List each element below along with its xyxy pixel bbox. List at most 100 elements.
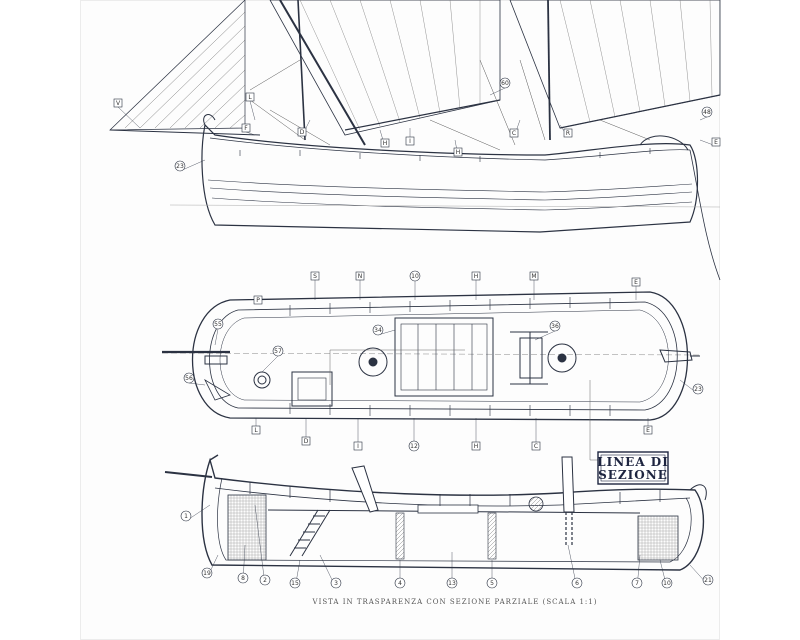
svg-text:13: 13: [448, 580, 456, 587]
svg-text:19: 19: [203, 570, 211, 577]
callout-N: N: [355, 271, 365, 300]
svg-text:2: 2: [263, 577, 267, 584]
callout-4: 4: [394, 560, 406, 589]
callout-R: R: [559, 124, 573, 138]
section-label-line2: SEZIONE: [598, 468, 668, 482]
callout-S: S: [310, 271, 320, 300]
svg-text:23: 23: [176, 163, 184, 170]
plan-view: [161, 291, 701, 461]
callout-12: 12: [408, 418, 420, 452]
section-label-line1: LINEA DI: [597, 455, 669, 469]
svg-text:R: R: [566, 130, 570, 137]
callout-13: 13: [446, 552, 458, 589]
svg-text:F: F: [244, 125, 248, 132]
callout-I: I: [353, 418, 363, 451]
callout-34: 34: [372, 324, 396, 336]
callout-P: P: [253, 295, 263, 305]
callout-H: H: [471, 271, 481, 300]
callout-E: E: [643, 418, 653, 435]
callout-C: C: [531, 418, 541, 451]
callout-7: 7: [631, 554, 643, 589]
svg-text:60: 60: [501, 80, 509, 87]
section-view: [164, 454, 707, 571]
callout-23: 23: [679, 379, 704, 395]
svg-text:M: M: [531, 273, 536, 280]
svg-text:D: D: [300, 129, 305, 136]
side-view: [109, 0, 721, 281]
callout-60: 60: [489, 77, 511, 96]
section-view-labels: 1 19 8 2 15 3 4 13 5 6 7 10 21: [180, 504, 714, 589]
drawing-caption: VISTA IN TRASPARENZA CON SEZIONE PARZIAL…: [312, 598, 598, 606]
callout-C: C: [509, 119, 521, 138]
svg-text:L: L: [248, 94, 252, 101]
svg-text:10: 10: [411, 273, 419, 280]
callout-5: 5: [486, 560, 498, 589]
svg-text:34: 34: [374, 327, 382, 334]
svg-text:E: E: [634, 279, 638, 286]
svg-text:23: 23: [694, 386, 702, 393]
svg-text:E: E: [714, 139, 718, 146]
svg-text:48: 48: [703, 109, 711, 116]
svg-text:P: P: [256, 297, 260, 304]
svg-text:8: 8: [241, 575, 245, 582]
callout-15: 15: [289, 559, 301, 589]
callout-36: 36: [534, 320, 561, 341]
svg-text:4: 4: [398, 580, 402, 587]
svg-text:57: 57: [274, 348, 282, 355]
callout-55: 55: [212, 318, 224, 346]
callout-3: 3: [319, 554, 342, 589]
svg-text:C: C: [512, 130, 516, 137]
callout-8: 8: [237, 544, 249, 584]
callout-10: 10: [659, 559, 673, 589]
callout-6: 6: [567, 544, 583, 589]
svg-text:5: 5: [490, 580, 494, 587]
svg-text:E: E: [646, 427, 650, 434]
callout-23: 23: [174, 159, 206, 172]
svg-text:S: S: [313, 273, 317, 280]
svg-text:6: 6: [575, 580, 579, 587]
callout-48: 48: [699, 106, 713, 121]
callout-H: H: [453, 139, 463, 157]
callout-56: 56: [183, 372, 206, 386]
svg-text:7: 7: [635, 580, 639, 587]
svg-text:H: H: [474, 443, 479, 450]
callout-L: L: [251, 418, 261, 435]
callout-M: M: [529, 271, 539, 300]
callout-E: E: [631, 277, 641, 300]
callout-D: D: [301, 418, 311, 446]
svg-text:H: H: [474, 273, 479, 280]
side-view-labels: V L F D H I H C R E 60 48 23: [113, 77, 721, 172]
svg-text:3: 3: [334, 580, 338, 587]
section-line-label: LINEA DI SEZIONE: [597, 451, 669, 485]
callout-57: 57: [261, 345, 284, 373]
callout-I: I: [405, 128, 415, 146]
svg-text:56: 56: [185, 375, 193, 382]
svg-text:H: H: [456, 149, 461, 156]
svg-text:21: 21: [704, 577, 712, 584]
callout-2: 2: [254, 504, 271, 586]
callout-V: V: [113, 98, 141, 129]
svg-text:V: V: [116, 100, 121, 107]
svg-text:L: L: [254, 427, 258, 434]
svg-text:10: 10: [663, 580, 671, 587]
callout-F: F: [241, 123, 256, 136]
callout-10: 10: [409, 270, 421, 300]
svg-text:1: 1: [184, 513, 188, 520]
svg-text:15: 15: [291, 580, 299, 587]
svg-text:H: H: [383, 140, 388, 147]
svg-text:I: I: [409, 138, 411, 145]
callout-E: E: [699, 137, 721, 147]
svg-text:55: 55: [214, 321, 222, 328]
svg-text:I: I: [357, 443, 359, 450]
svg-text:D: D: [304, 438, 309, 445]
svg-text:N: N: [358, 273, 363, 280]
callout-19: 19: [201, 554, 219, 579]
callout-1: 1: [180, 504, 211, 522]
svg-text:12: 12: [410, 443, 418, 450]
callout-H: H: [379, 129, 390, 148]
callout-H: H: [471, 418, 481, 451]
callout-D: D: [297, 119, 311, 137]
